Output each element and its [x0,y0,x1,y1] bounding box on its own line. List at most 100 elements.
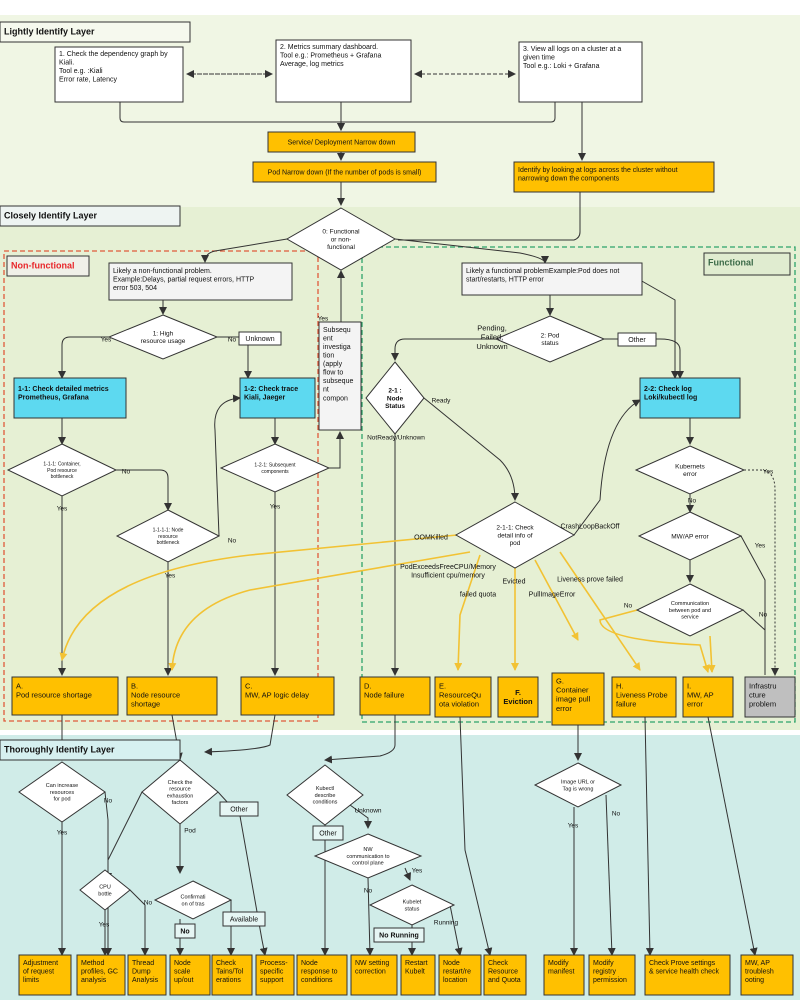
decision-node-bottleneck [115,509,221,563]
y-exceeds-to-B [168,551,471,671]
evicted-label: Evicted [503,578,526,585]
action-box-5 [255,954,295,996]
action-box-2 [127,954,167,996]
pending-label: Pending,Failed,Unknown [476,323,507,350]
other-tag-text: Other [628,337,646,344]
identify-logs-box [513,161,715,193]
available-tag [222,911,266,927]
functional-problem-box-text: Likely a functional problemExample:Pod d… [466,268,619,284]
C-to-exhaust [204,714,276,756]
no-running-tag-text: No Running [379,932,419,939]
d111-no-label: No [122,468,131,475]
identify-to-d0 [398,192,581,241]
nonfunctional-title-text: Non-functional [11,261,75,271]
image-no-line [605,794,616,956]
decision-kubelet [368,884,456,926]
d21-ready [423,397,519,501]
decision-subsequent [219,443,331,493]
decision-kube-error [634,445,746,495]
metric-box-dependency [54,46,184,103]
decision-increase-resource [18,761,106,823]
decision-pod-status [494,315,606,363]
outcome-C [240,676,335,716]
action-box-13 [644,954,731,996]
decision-confirmation [153,880,233,920]
decision-mw-ap-error [637,511,743,561]
merge-3 [341,102,556,123]
layer-title-lightly [0,21,191,43]
decision-exhaustion [141,759,219,825]
nonfunctional-problem-box-text: Likely a non-functional problem.Example:… [113,268,255,292]
nw-no: No [364,887,373,894]
yellow-connectors [59,534,716,673]
cpu-no: No [144,899,153,906]
no-running-tag [373,927,425,943]
failed-quota-label: failed quota [460,591,496,598]
kubelet-running: Running [434,919,459,926]
subsequent-investigation-box [318,321,362,431]
decision-mw-ap-error-text: MW/AP error [671,533,709,540]
metric-box-logs [518,41,643,103]
action-box-7 [350,954,398,996]
merge-1 [119,102,345,131]
nonfunctional-region [3,250,319,722]
outcome-D-text: D.Node failure [364,681,404,699]
d1111-yes-label: Yes [165,572,176,579]
y-pull-to-G [534,559,579,641]
layer-title-thoroughly-text: Thoroughly Identify Layer [4,745,115,755]
kubelet-run-line [449,904,463,956]
no-tag-thorough [174,923,196,939]
nonfunctional-title [6,255,90,277]
y-live-to-H [559,551,641,671]
decision-cpu-bottle [79,869,131,911]
increase-yes: Yes [57,829,68,836]
other-tag-kubectl [312,825,344,841]
pod-label: Pod [184,827,196,834]
action-box-3 [169,954,211,996]
outcome-E [434,676,492,718]
decision-container-bottleneck [6,443,118,497]
nw-yes: Yes [412,867,423,874]
decision-high-resource [107,314,219,360]
layer-title-thoroughly [0,739,181,761]
subseq-yes-label: Yes [318,315,329,322]
metric-box-dashboard-text: 2. Metrics summary dashboard.Tool e.g.: … [280,44,381,68]
other-tag [617,332,657,347]
kubectl-unknown-line [349,804,372,829]
H-to-check [644,716,654,956]
decision-image-url [533,762,623,808]
comm-no-right: No [759,611,768,618]
action-box-14 [740,954,794,996]
layer-title-closely-text: Closely Identify Layer [4,211,98,221]
d121-yes-label: Yes [270,503,281,510]
d121-no [329,431,344,469]
d1-no-label: No [228,336,237,343]
check-log-box [639,377,741,419]
I-to-mw [707,716,758,956]
check-trace-box [239,377,316,419]
outcome-G [551,672,605,726]
outcome-D [359,676,431,716]
